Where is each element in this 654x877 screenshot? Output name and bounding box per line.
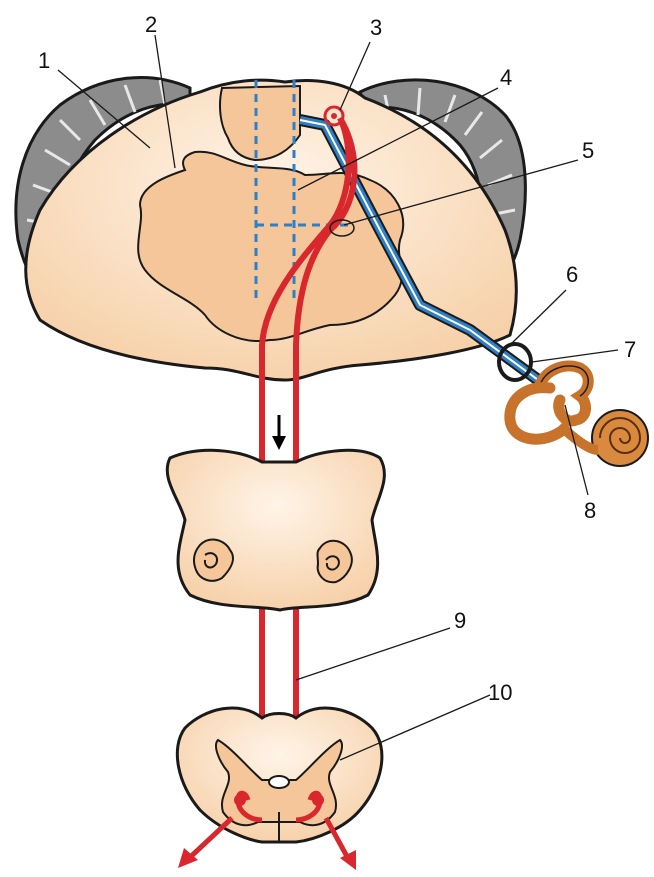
label-9: 9 [454, 608, 466, 633]
medulla-section [167, 450, 384, 610]
label-2: 2 [145, 12, 157, 37]
label-4: 4 [500, 65, 512, 90]
label-8: 8 [584, 498, 596, 523]
label-1: 1 [38, 48, 50, 73]
down-arrow-icon [272, 415, 286, 450]
label-5: 5 [582, 138, 594, 163]
label-7: 7 [624, 337, 636, 362]
central-canal [269, 776, 289, 788]
label-3: 3 [370, 15, 382, 40]
label-6: 6 [566, 262, 578, 287]
label-10: 10 [488, 680, 512, 705]
